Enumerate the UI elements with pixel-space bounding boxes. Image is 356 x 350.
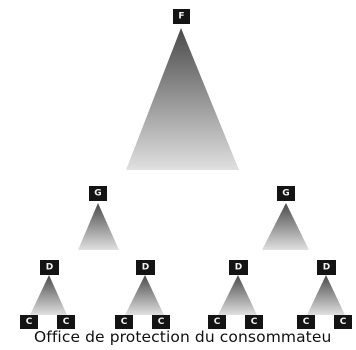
node-c-2: C (57, 315, 75, 329)
node-c-1: C (20, 315, 38, 329)
node-g-left: G (89, 186, 107, 201)
node-d-4: D (317, 260, 336, 275)
node-c-5: C (208, 315, 226, 329)
triangle-d-2 (125, 275, 164, 315)
svg-text:C: C (340, 317, 347, 327)
triangle-g-left (78, 203, 119, 250)
svg-text:G: G (94, 189, 101, 199)
svg-text:D: D (142, 263, 149, 273)
triangle-g-right (262, 203, 309, 250)
diagram-caption: Office de protection du consommateu (34, 328, 332, 346)
node-c-3: C (115, 315, 133, 329)
svg-text:D: D (235, 263, 242, 273)
node-root: F (173, 9, 190, 24)
svg-text:C: C (158, 317, 165, 327)
triangle-root (126, 28, 239, 170)
triangle-d-1 (30, 275, 67, 315)
svg-text:C: C (214, 317, 221, 327)
svg-text:C: C (63, 317, 70, 327)
node-d-1: D (40, 260, 59, 275)
node-c-7: C (297, 315, 315, 329)
node-g-right: G (277, 186, 295, 201)
node-c-4: C (152, 315, 170, 329)
svg-text:C: C (26, 317, 33, 327)
svg-text:F: F (178, 12, 184, 22)
svg-text:D: D (46, 263, 53, 273)
triangle-d-3 (218, 275, 257, 315)
node-d-3: D (229, 260, 248, 275)
triangle-d-4 (307, 275, 345, 315)
svg-text:D: D (323, 263, 330, 273)
svg-text:C: C (251, 317, 258, 327)
svg-text:G: G (282, 189, 289, 199)
node-d-2: D (136, 260, 155, 275)
tree-nodes: F G G D D D D C (20, 9, 352, 329)
svg-text:C: C (303, 317, 310, 327)
node-c-8: C (334, 315, 352, 329)
svg-text:C: C (121, 317, 128, 327)
branch-triangles (30, 28, 345, 315)
node-c-6: C (245, 315, 263, 329)
